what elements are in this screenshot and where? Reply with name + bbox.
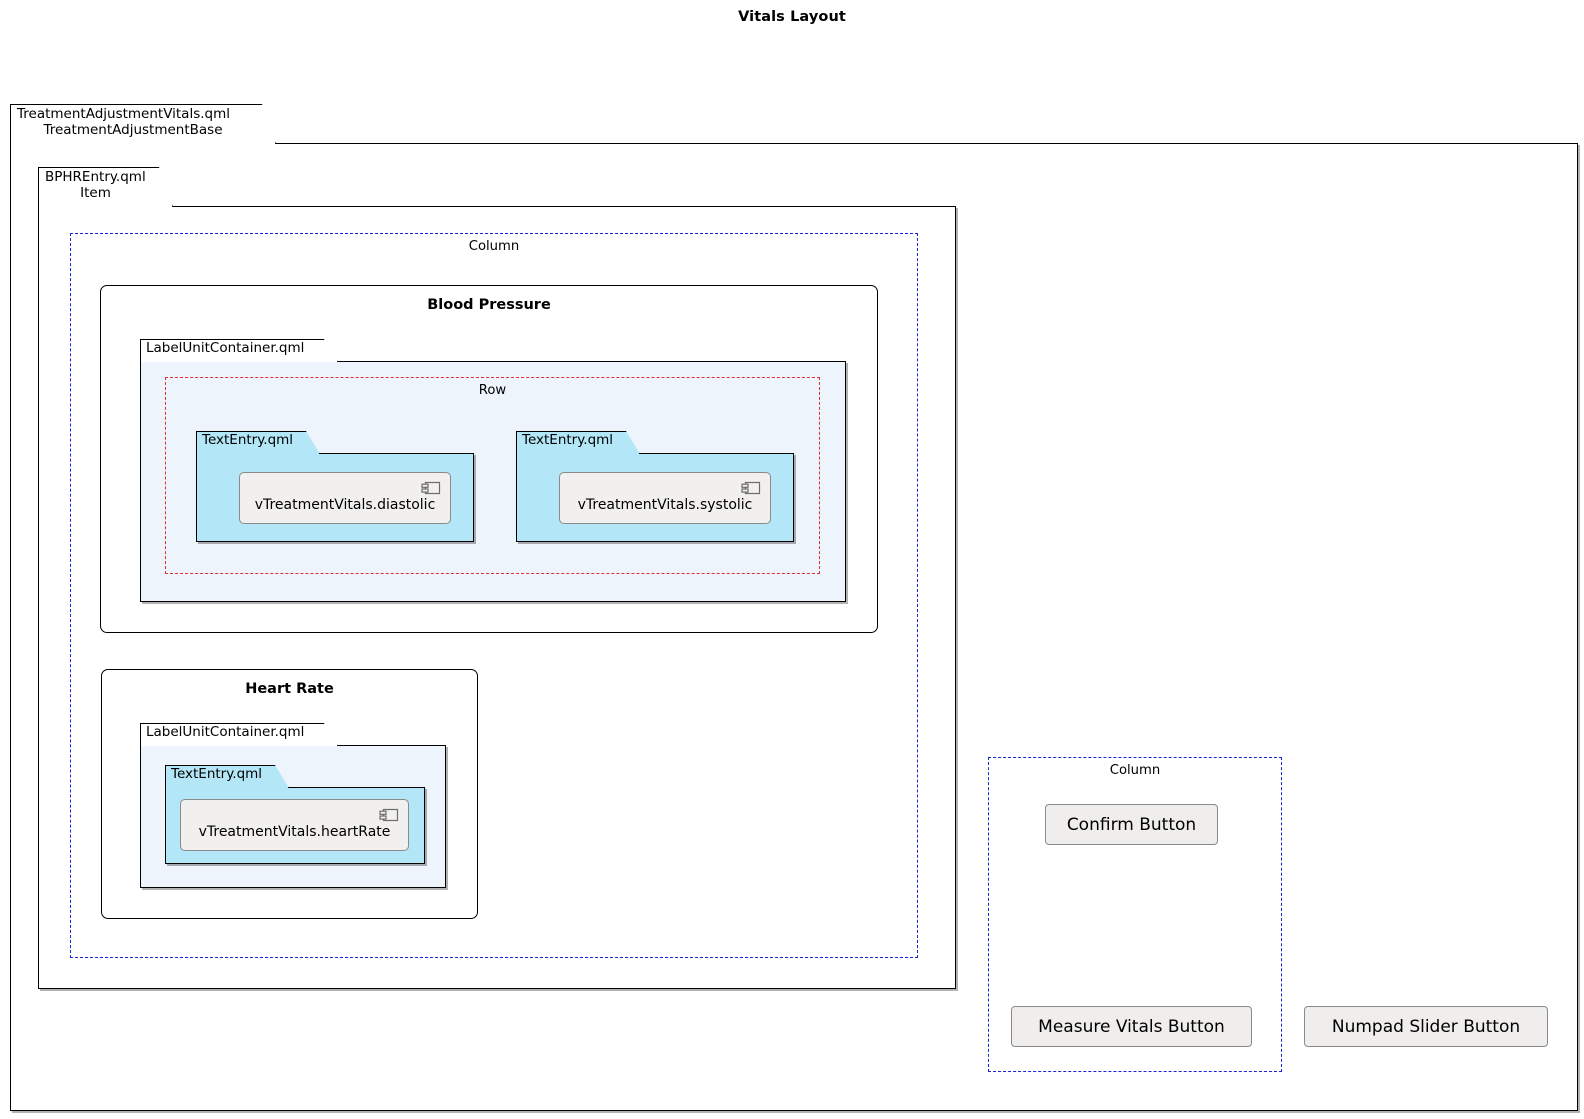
package-file-label: TextEntry.qml <box>522 432 614 448</box>
package-file-label: TreatmentAdjustmentVitals.qml <box>17 106 231 122</box>
package-tab-bphr-entry: BPHREntry.qml Item <box>38 167 173 207</box>
measure-vitals-button-label: Measure Vitals Button <box>1038 1016 1225 1037</box>
measure-vitals-button[interactable]: Measure Vitals Button <box>1011 1006 1252 1047</box>
component-label-heart-rate: vTreatmentVitals.heartRate <box>198 824 391 840</box>
package-tab-text-entry-heart-rate: TextEntry.qml <box>165 765 289 788</box>
component-label-systolic: vTreatmentVitals.systolic <box>577 497 753 513</box>
package-base-label: TreatmentAdjustmentBase <box>43 121 223 138</box>
package-tab-treatment-adjustment-vitals: TreatmentAdjustmentVitals.qml TreatmentA… <box>10 104 276 144</box>
uml-component-icon <box>379 807 399 822</box>
package-tab-label-unit-container-hr: LabelUnitContainer.qml <box>140 723 338 746</box>
numpad-slider-button-label: Numpad Slider Button <box>1331 1016 1521 1037</box>
component-diastolic[interactable]: vTreatmentVitals.diastolic <box>239 472 451 524</box>
confirm-button-label: Confirm Button <box>1066 814 1197 835</box>
package-file-label: LabelUnitContainer.qml <box>146 340 305 356</box>
component-heart-rate[interactable]: vTreatmentVitals.heartRate <box>180 799 409 851</box>
confirm-button[interactable]: Confirm Button <box>1045 804 1218 845</box>
package-file-label: BPHREntry.qml <box>45 169 146 185</box>
package-file-label: TextEntry.qml <box>171 766 263 782</box>
group-title-heart-rate: Heart Rate <box>245 681 334 697</box>
layout-label-column-main: Column <box>468 239 520 254</box>
group-title-blood-pressure: Blood Pressure <box>427 297 551 313</box>
package-file-label: LabelUnitContainer.qml <box>146 724 305 740</box>
numpad-slider-button[interactable]: Numpad Slider Button <box>1304 1006 1548 1047</box>
layout-label-row-blood-pressure: Row <box>478 383 507 398</box>
uml-component-icon <box>741 480 761 495</box>
diagram-title: Vitals Layout <box>738 9 846 25</box>
component-label-diastolic: vTreatmentVitals.diastolic <box>254 497 436 513</box>
package-tab-label-unit-container-bp: LabelUnitContainer.qml <box>140 339 338 362</box>
component-systolic[interactable]: vTreatmentVitals.systolic <box>559 472 771 524</box>
layout-region-row-blood-pressure: Row <box>165 377 820 574</box>
package-tab-text-entry-systolic: TextEntry.qml <box>516 431 640 454</box>
layout-label-column-buttons: Column <box>1109 763 1161 778</box>
package-file-label: TextEntry.qml <box>202 432 294 448</box>
package-tab-text-entry-diastolic: TextEntry.qml <box>196 431 320 454</box>
package-base-label: Item <box>80 184 111 201</box>
layout-region-column-buttons: Column <box>988 757 1282 1072</box>
layout-region-column-main: Column <box>70 233 918 958</box>
uml-component-icon <box>421 480 441 495</box>
